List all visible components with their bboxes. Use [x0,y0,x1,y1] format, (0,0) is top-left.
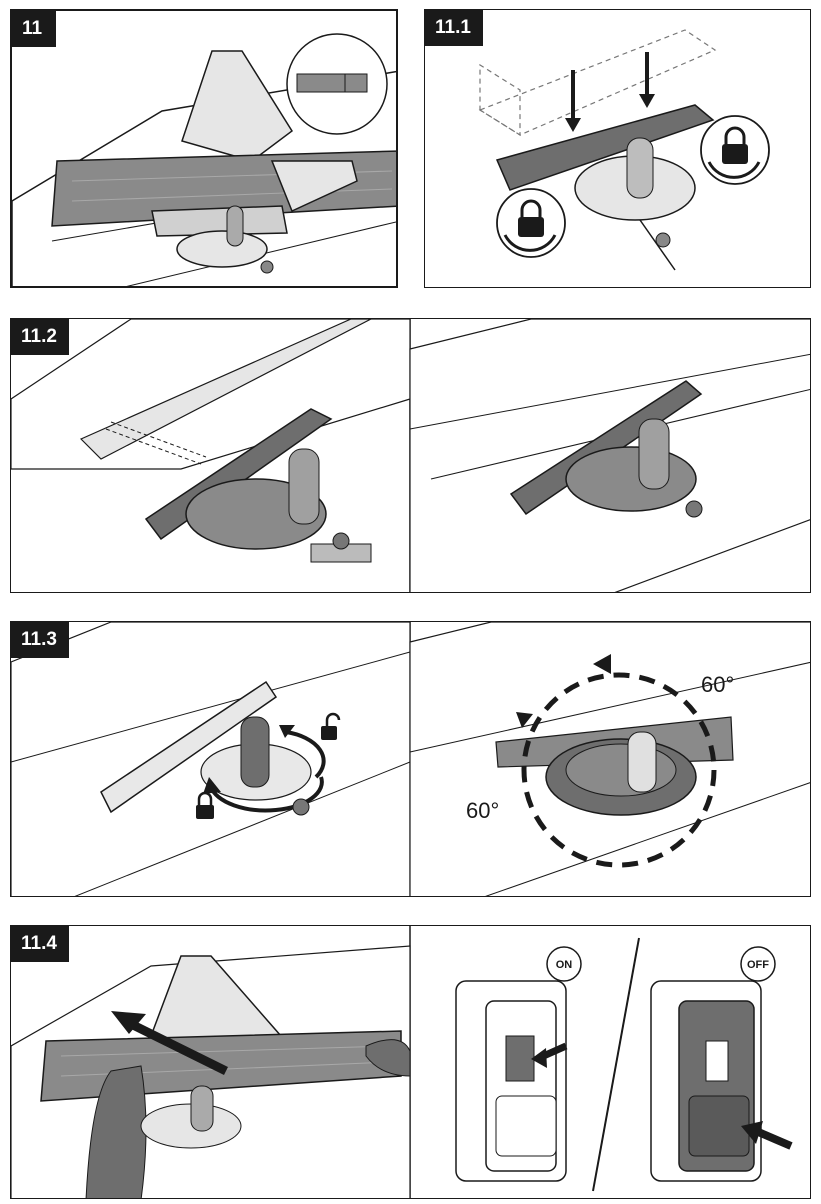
figure-label: 11 [12,11,56,47]
illustration-11-4: ON OFF [11,926,811,1199]
illustration-11-2 [11,319,811,593]
lock-icon [701,116,769,184]
illustration-11-3: 60° 60° [11,622,811,897]
switch-off-label: OFF [747,959,769,971]
switch-off-badge: OFF [741,947,775,981]
figure-11-2: 11.2 [10,318,811,593]
lock-icon [497,189,565,257]
switch-on-label: ON [556,959,573,971]
figure-label: 11.2 [11,319,69,355]
switch-on-badge: ON [547,947,581,981]
illustration-11 [12,11,398,288]
figure-11-1: 11.1 [424,9,811,288]
figure-11: 11 [10,9,398,288]
angle-label-right: 60° [701,672,734,697]
illustration-11-1 [425,10,811,288]
figure-11-3: 60° 60° 11.3 [10,621,811,897]
figure-11-4: ON OFF 11.4 [10,925,811,1199]
figure-label: 11.1 [425,10,483,46]
figure-label: 11.3 [11,622,69,658]
angle-label-left: 60° [466,798,499,823]
figure-label: 11.4 [11,926,69,962]
